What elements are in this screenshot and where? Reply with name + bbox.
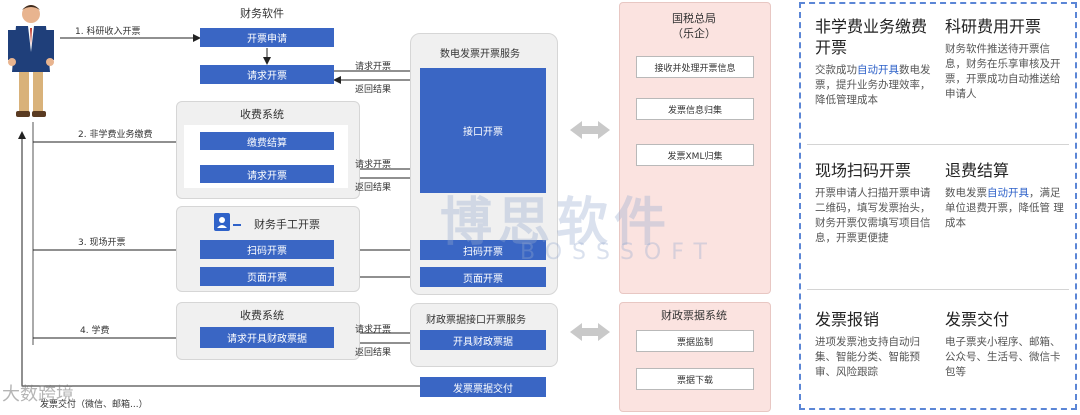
flow1-label: 1. 科研收入开票 (75, 27, 141, 37)
watermark-cn: 博思软件 (440, 193, 673, 253)
fiscal-system-title: 财政票据系统 (661, 309, 727, 322)
feature-deliver-desc: 电子票夹小程序、邮箱、公众号、生活号、微信卡包等 (945, 336, 1061, 378)
tax-item-receive: 接收并处理开票信息 (636, 56, 754, 78)
flow4-label: 4. 学费 (80, 326, 110, 336)
ret3-label: 返回结果 (355, 348, 392, 358)
fs-request-box[interactable]: 请求开票 (200, 65, 334, 84)
fiscal-issue-box[interactable]: 开具财政票据 (420, 330, 546, 350)
req1-label: 请求开票 (355, 62, 392, 72)
feature-nonfee: 非学费业务缴费开票 交款成功自动开具数电发票，提升业务办理效率， 降低管理成本 (815, 16, 937, 108)
flow-lines (18, 34, 610, 387)
double-arrow-bottom (570, 323, 610, 341)
flow5-arrow (18, 131, 420, 387)
feature-panel: 非学费业务缴费开票 交款成功自动开具数电发票，提升业务办理效率， 降低管理成本 … (799, 2, 1077, 410)
manual-invoice-title: 财务手工开票 (254, 218, 320, 231)
feature-refund: 退费结算 数电发票自动开具，满足单位退费开票，降低管 理成本 (945, 160, 1067, 231)
tax-item-xml: 发票XML归集 (636, 144, 754, 166)
api-invoice-box[interactable]: 接口开票 (420, 68, 546, 193)
feature-nonfee-title: 非学费业务缴费开票 (815, 17, 928, 57)
id-card-icon (214, 213, 241, 231)
fiscal-system-panel (619, 302, 771, 412)
tax-bureau-subtitle: （乐企） (672, 27, 716, 40)
flow3-label: 3. 现场开票 (78, 238, 126, 248)
feature-divider-1 (807, 144, 1069, 145)
charge-system2-title: 收费系统 (240, 309, 284, 322)
tax-item-collect: 发票信息归集 (636, 98, 754, 120)
digital-service-title: 数电发票开票服务 (440, 49, 520, 60)
ret2-label: 返回结果 (355, 183, 392, 193)
service-page-box[interactable]: 页面开票 (420, 267, 546, 287)
feature-divider-2 (807, 289, 1069, 290)
feature-deliver: 发票交付 电子票夹小程序、邮箱、公众号、生活号、微信卡包等 (945, 309, 1067, 380)
req2-label: 请求开票 (355, 160, 392, 170)
feature-research-desc: 财务软件推送待开票信息，财务在乐享审核及开 票，开票成功自动推送给申请人 (945, 43, 1061, 100)
flow5-label: 发票交付（微信、邮箱...） (40, 400, 148, 410)
fiscal-item-supervise: 票据监制 (636, 330, 754, 352)
fiscal-request-box[interactable]: 请求开具财政票据 (200, 327, 334, 348)
watermark-en: BOSSSOFT (520, 240, 717, 265)
user-icon (8, 5, 54, 117)
fiscal-service-title: 财政票据接口开票服务 (426, 315, 526, 326)
feature-scan-desc: 开票申请人扫描开票申请二维码，填写发票抬头， 财务开票仅需填写项目信息，开票更便… (815, 187, 931, 244)
corner-watermark: 大数跨境 (2, 384, 74, 405)
feature-refund-desc: 数电发票自动开具，满足单位退费开票，降低管 理成本 (945, 187, 1064, 229)
feature-research-title: 科研费用开票 (945, 17, 1042, 36)
service-scan-box[interactable]: 扫码开票 (420, 240, 546, 260)
feature-reimburse-desc: 进项发票池支持自动归集、智能分类、智能预审、风险跟踪 (815, 336, 920, 378)
finance-software-title: 财务软件 (240, 7, 284, 20)
manual-page-box[interactable]: 页面开票 (200, 267, 334, 286)
deliver-box[interactable]: 发票票据交付 (420, 377, 546, 397)
flow2-label: 2. 非学费业务缴费 (78, 130, 153, 140)
feature-scan-title: 现场扫码开票 (815, 161, 912, 180)
feature-scan: 现场扫码开票 开票申请人扫描开票申请二维码，填写发票抬头， 财务开票仅需填写项目… (815, 160, 937, 246)
req3-label: 请求开票 (355, 325, 392, 335)
charge-system-title: 收费系统 (240, 108, 284, 121)
settle-box[interactable]: 缴费结算 (200, 132, 334, 150)
feature-refund-title: 退费结算 (945, 161, 1010, 180)
double-arrow-top (570, 121, 610, 139)
apply-invoice-box[interactable]: 开票申请 (200, 28, 334, 47)
feature-reimburse-title: 发票报销 (815, 310, 880, 329)
tax-bureau-title: 国税总局 (672, 12, 716, 25)
cs-request-box[interactable]: 请求开票 (200, 165, 334, 183)
feature-reimburse: 发票报销 进项发票池支持自动归集、智能分类、智能预审、风险跟踪 (815, 309, 937, 380)
feature-research: 科研费用开票 财务软件推送待开票信息，财务在乐享审核及开 票，开票成功自动推送给… (945, 16, 1067, 102)
feature-nonfee-desc: 交款成功自动开具数电发票，提升业务办理效率， 降低管理成本 (815, 64, 931, 106)
manual-scan-box[interactable]: 扫码开票 (200, 240, 334, 259)
fiscal-item-download: 票据下载 (636, 368, 754, 390)
feature-deliver-title: 发票交付 (945, 310, 1010, 329)
ret1-label: 返回结果 (355, 85, 392, 95)
